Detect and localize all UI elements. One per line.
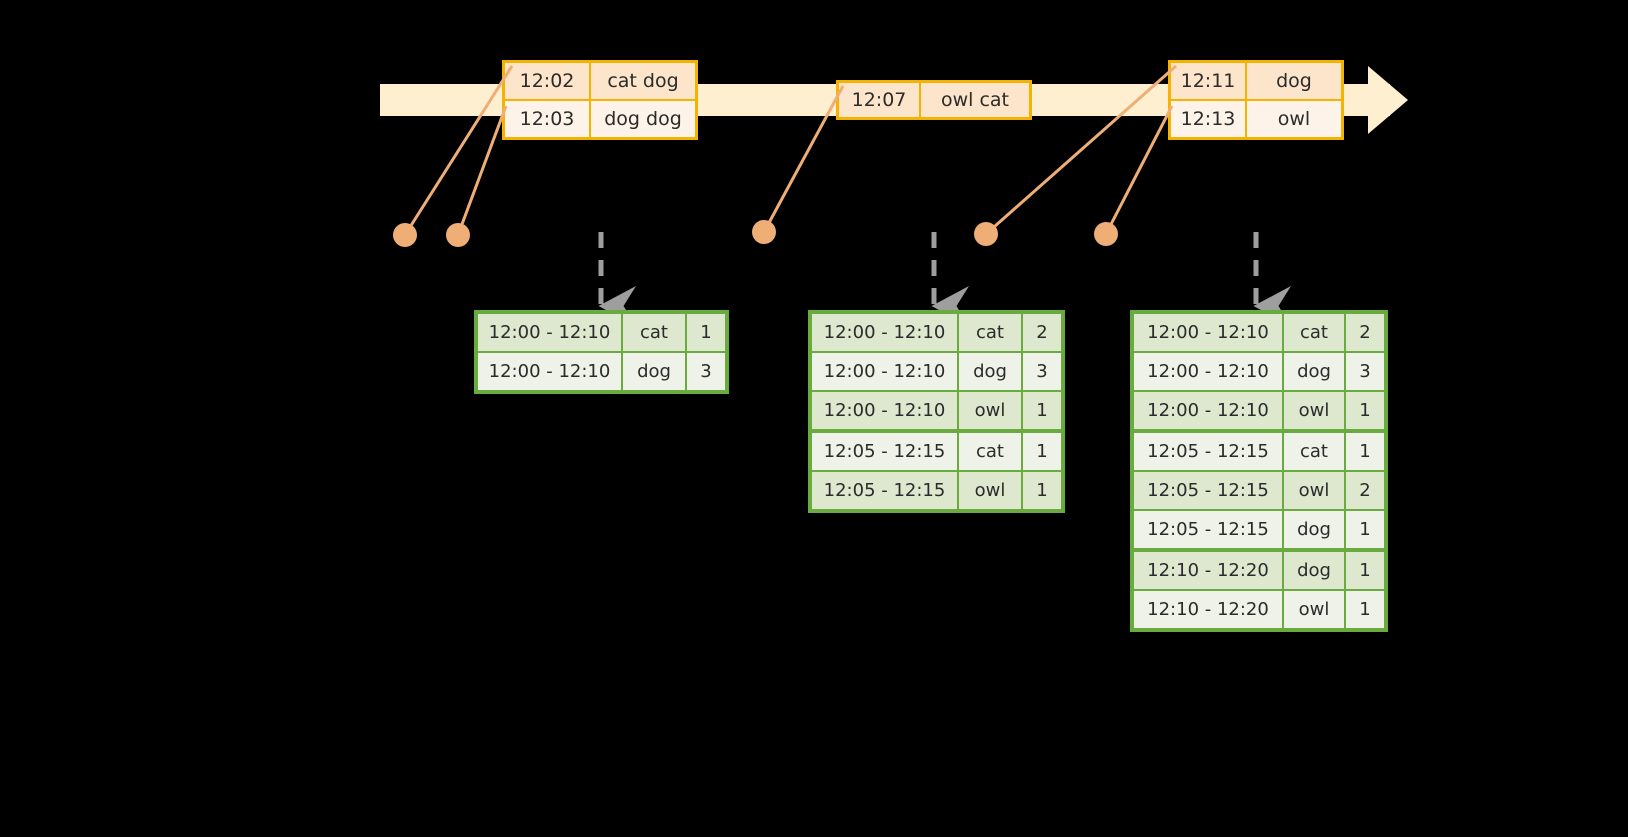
event-time: 12:03	[505, 101, 591, 137]
window-cell: 12:00 - 12:10	[812, 353, 959, 390]
key-cell: dog	[1284, 511, 1346, 548]
count-cell: 3	[1023, 353, 1061, 390]
count-cell: 1	[1346, 552, 1384, 589]
key-cell: cat	[1284, 314, 1346, 351]
window-cell: 12:10 - 12:20	[1134, 591, 1284, 628]
key-cell: cat	[959, 314, 1023, 351]
connector-4-dot	[974, 222, 998, 246]
event-payload: cat dog	[591, 63, 695, 99]
key-cell: owl	[1284, 472, 1346, 509]
event-payload: owl cat	[921, 83, 1029, 117]
key-cell: cat	[1284, 433, 1346, 470]
window-cell: 12:05 - 12:15	[1134, 511, 1284, 548]
connector-5-dot	[1094, 222, 1118, 246]
key-cell: dog	[623, 353, 687, 390]
event-row: 12:07 owl cat	[839, 83, 1029, 117]
window-cell: 12:05 - 12:15	[1134, 472, 1284, 509]
key-cell: owl	[959, 472, 1023, 509]
event-group-1: 12:02 cat dog 12:03 dog dog	[502, 60, 698, 140]
window-cell: 12:00 - 12:10	[812, 314, 959, 351]
window-cell: 12:00 - 12:10	[1134, 314, 1284, 351]
window-cell: 12:05 - 12:15	[812, 472, 959, 509]
key-cell: owl	[959, 392, 1023, 429]
count-cell: 1	[1346, 591, 1384, 628]
key-cell: owl	[1284, 591, 1346, 628]
key-cell: owl	[1284, 392, 1346, 429]
count-cell: 1	[1023, 392, 1061, 429]
window-cell: 12:00 - 12:10	[1134, 392, 1284, 429]
count-cell: 1	[687, 314, 725, 351]
count-cell: 1	[1023, 433, 1061, 470]
connector-1-dot	[393, 223, 417, 247]
connector-5-line	[1104, 105, 1174, 235]
event-payload: dog	[1247, 63, 1341, 99]
event-group-3: 12:11 dog 12:13 owl	[1168, 60, 1344, 140]
count-cell: 2	[1023, 314, 1061, 351]
event-time: 12:07	[839, 83, 921, 117]
event-time: 12:02	[505, 63, 591, 99]
connector-2-line	[456, 105, 508, 236]
timeline-arrowhead-icon	[1368, 66, 1408, 134]
connector-2-dot	[446, 223, 470, 247]
event-group-2: 12:07 owl cat	[836, 80, 1032, 120]
count-cell: 3	[1346, 353, 1384, 390]
event-payload: owl	[1247, 101, 1341, 137]
count-cell: 1	[1346, 433, 1384, 470]
window-cell: 12:00 - 12:10	[1134, 353, 1284, 390]
event-row: 12:03 dog dog	[505, 99, 695, 137]
event-row: 12:02 cat dog	[505, 63, 695, 99]
key-cell: dog	[1284, 353, 1346, 390]
count-cell: 1	[1023, 472, 1061, 509]
window-cell: 12:00 - 12:10	[478, 353, 623, 390]
count-cell: 3	[687, 353, 725, 390]
window-cell: 12:05 - 12:15	[812, 433, 959, 470]
event-row: 12:11 dog	[1171, 63, 1341, 99]
window-cell: 12:00 - 12:10	[478, 314, 623, 351]
count-cell: 1	[1346, 511, 1384, 548]
event-payload: dog dog	[591, 101, 695, 137]
window-cell: 12:10 - 12:20	[1134, 552, 1284, 589]
count-cell: 2	[1346, 472, 1384, 509]
event-row: 12:13 owl	[1171, 99, 1341, 137]
count-cell: 2	[1346, 314, 1384, 351]
key-cell: dog	[1284, 552, 1346, 589]
count-cell: 1	[1346, 392, 1384, 429]
connector-3-dot	[752, 220, 776, 244]
key-cell: cat	[623, 314, 687, 351]
event-time: 12:11	[1171, 63, 1247, 99]
key-cell: cat	[959, 433, 1023, 470]
window-cell: 12:05 - 12:15	[1134, 433, 1284, 470]
event-time: 12:13	[1171, 101, 1247, 137]
window-cell: 12:00 - 12:10	[812, 392, 959, 429]
key-cell: dog	[959, 353, 1023, 390]
